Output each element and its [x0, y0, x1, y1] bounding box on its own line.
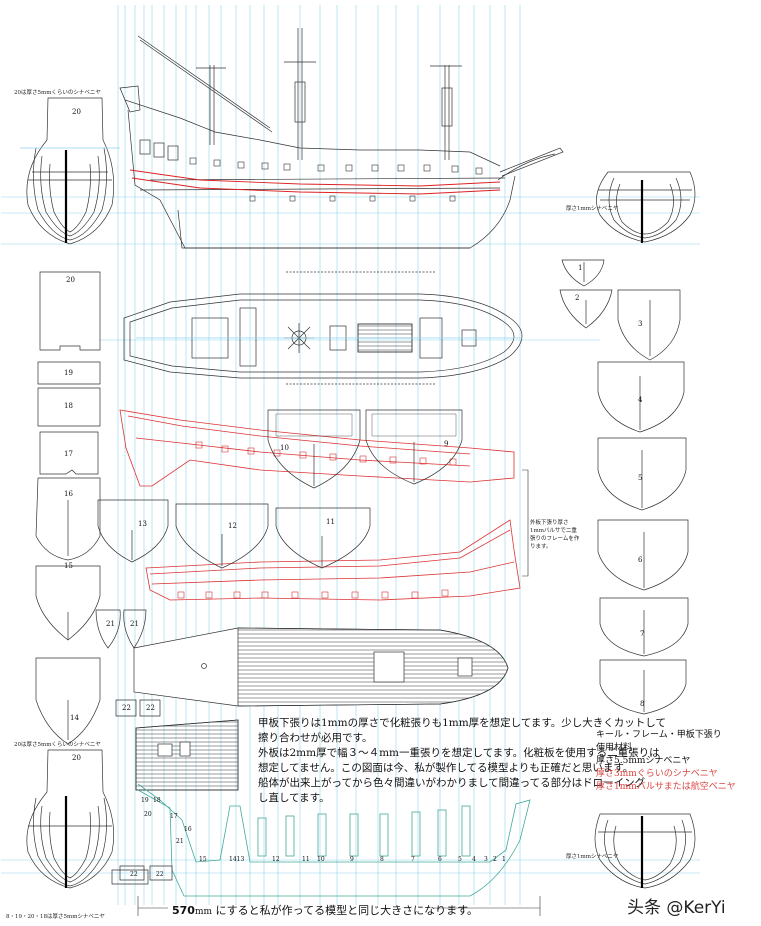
label-11: 11 [326, 518, 335, 526]
scale-unit: mm [194, 907, 213, 917]
body-plan-bottom-left [26, 749, 173, 889]
body-plan-top-left [20, 97, 120, 245]
body-plan-top-right [596, 171, 696, 243]
label-1: 1 [578, 264, 583, 272]
note-bottom-left: 8・19・20・18は厚さ5mmシナベニヤ [6, 914, 105, 920]
label-13: 13 [138, 520, 147, 528]
note-planking: 外板下張り厚さ1mmバルサで二重張りのフレームを作ります。 [530, 520, 580, 550]
label-10: 10 [280, 444, 289, 452]
deck-plan [123, 271, 523, 385]
label-17-left: 17 [64, 450, 73, 458]
frame-pieces-middle [95, 409, 463, 717]
deck-planking [133, 627, 509, 791]
keel-label-9: 9 [350, 856, 354, 863]
label-16-left: 16 [64, 490, 73, 498]
keel-label-22a: 22 [130, 871, 138, 878]
note-top-left: 20は厚さ5mmくらいのシナベニヤ [14, 90, 101, 96]
keel-label-19: 19 [141, 797, 149, 804]
body-plan-bottom-right [594, 813, 696, 889]
keel-label-15: 15 [199, 856, 207, 863]
keel-label-16: 16 [184, 826, 192, 833]
legend-line-1: キール・フレーム・甲板下張り [596, 730, 722, 740]
scale-size: 570 [172, 904, 195, 917]
label-8: 8 [640, 700, 645, 708]
ship-side-elevation [119, 28, 564, 249]
note-bottom-right: 厚さ1mmシナベニヤ [566, 854, 619, 860]
keel-label-10: 10 [317, 856, 325, 863]
keel-label-6: 6 [438, 856, 442, 863]
label-21b: 21 [130, 620, 139, 628]
frame-pieces-left [35, 271, 101, 745]
scale-text: にすると私が作ってる模型と同じ大きさになります。 [215, 904, 479, 917]
label-9: 9 [444, 440, 449, 448]
legend-line-5: 厚さ1mmバルサまたは航空ベニヤ [596, 782, 736, 792]
label-18-left: 18 [64, 402, 73, 410]
note-mid-left: 20は厚さ5mmくらいのシナベニヤ [14, 742, 101, 748]
note-line-6: し直してます。 [258, 792, 330, 804]
frame-pieces-right [559, 259, 689, 715]
note-top-right: 厚さ1mmシナベニヤ [566, 206, 619, 212]
label-14-left: 14 [70, 714, 79, 722]
label-20-bottom: 20 [72, 754, 81, 762]
note-line-2: 擦り合わせが必用です。 [258, 732, 373, 744]
keel-label-7: 7 [411, 856, 415, 863]
legend-line-3: 厚さ5.5mmシナベニヤ [596, 756, 691, 766]
label-22b: 22 [146, 704, 155, 712]
note-line-3: 外板は2mm厚で幅３～４mm一重張りを想定してます。化粧板を使用する二重張りは [258, 747, 660, 759]
keel-label-8: 8 [380, 856, 384, 863]
label-6: 6 [638, 556, 643, 564]
label-12: 12 [228, 522, 237, 530]
hull-side-panels [119, 409, 521, 601]
construction-notes: 甲板下張りは1mmの厚さで化粧張りも1mm厚を想定してます。少し大きくカットして… [258, 716, 666, 806]
keel-label-2: 2 [493, 856, 497, 863]
scale-caption: 570mm にすると私が作ってる模型と同じ大きさになります。 [172, 902, 478, 918]
legend-line-4: 厚さ3mmぐらいのシナベニヤ [596, 769, 718, 779]
keel-label-20: 20 [144, 811, 152, 818]
label-2: 2 [575, 294, 580, 302]
keel-label-3: 3 [484, 856, 488, 863]
length-dimension-line [137, 896, 541, 916]
keel-label-1: 1 [502, 856, 506, 863]
note-line-4: 想定してません。この図面は今、私が製作してる模型よりも正確だと思います。 [258, 762, 634, 774]
materials-legend: キール・フレーム・甲板下張り 使用材料 厚さ5.5mmシナベニヤ 厚さ3mmぐら… [596, 729, 736, 794]
label-7: 7 [640, 630, 645, 638]
keel-label-4: 4 [472, 856, 476, 863]
legend-line-2: 使用材料 [596, 743, 633, 753]
label-20-left: 20 [66, 276, 75, 284]
label-19-left: 19 [64, 369, 73, 377]
keel-profile [137, 783, 531, 897]
label-3: 3 [638, 320, 643, 328]
dimension-bracket [522, 469, 529, 577]
keel-label-17: 17 [170, 813, 178, 820]
label-4: 4 [638, 396, 643, 404]
label-5: 5 [638, 474, 643, 482]
keel-label-5: 5 [458, 856, 462, 863]
keel-label-18: 18 [153, 797, 161, 804]
label-21a: 21 [106, 620, 115, 628]
label-22a: 22 [122, 704, 131, 712]
ship-side-waterline [129, 169, 501, 195]
keel-label-11: 11 [302, 856, 310, 863]
keel-label-1413: 1413 [229, 856, 245, 863]
watermark: 头条 @KerYi [627, 898, 726, 918]
note-line-5: 船体が出来上がってから色々間違いがわかりまして間違ってる部分はドローイング [258, 777, 646, 789]
keel-label-21: 21 [176, 838, 184, 845]
label-15-left: 15 [64, 562, 73, 570]
note-line-1: 甲板下張りは1mmの厚さで化粧張りも1mm厚を想定してます。少し大きくカットして [258, 717, 666, 729]
keel-label-12: 12 [272, 856, 280, 863]
keel-label-22b: 22 [156, 871, 164, 878]
label-20-top: 20 [72, 108, 81, 116]
